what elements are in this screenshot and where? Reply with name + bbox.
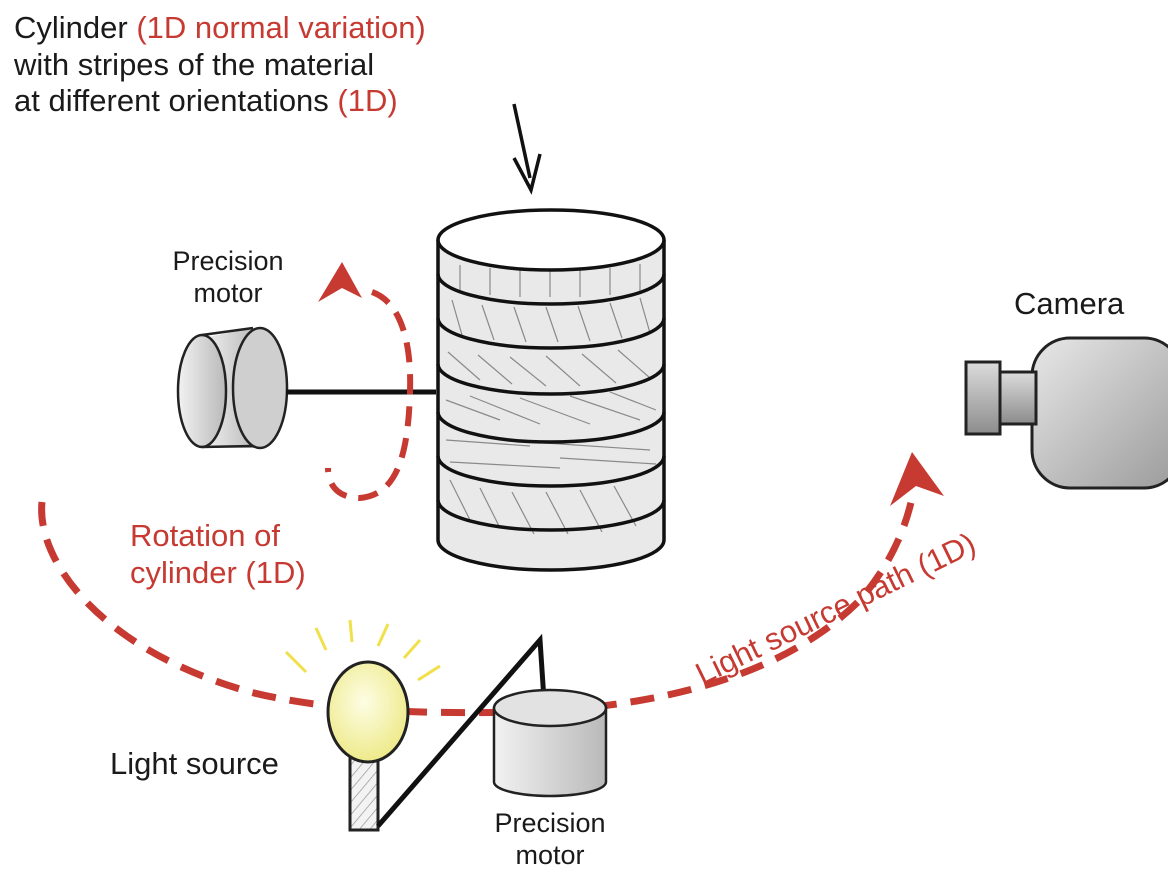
- title-line-1-text: Cylinder: [14, 10, 137, 45]
- precision-motor-bottom-line2: motor: [515, 839, 585, 870]
- motor-icon: [492, 688, 608, 798]
- title-line-3-text: at different orientations: [14, 83, 338, 119]
- rotation-label-line2: cylinder (1D): [130, 554, 306, 590]
- title-line-3-highlight: (1D): [337, 83, 398, 119]
- cylinder-icon: [436, 208, 666, 572]
- precision-motor-bottom-line1: Precision: [494, 808, 606, 838]
- rotation-label-line1: Rotation of: [130, 518, 280, 553]
- light-bulb-icon: [284, 619, 441, 832]
- precision-motor-bottom-label: Precision motor: [478, 808, 622, 872]
- camera-icon: [964, 336, 1168, 490]
- title-line-1: Cylinder (1D normal variation): [14, 10, 426, 47]
- precision-motor-left-line2: motor: [193, 277, 263, 308]
- light-arm: [376, 633, 547, 828]
- title-block: Cylinder (1D normal variation) with stri…: [14, 10, 426, 120]
- precision-motor-left-line1: Precision: [172, 246, 284, 276]
- arrow-head-icon: [318, 262, 362, 302]
- arrow-down-icon: [512, 103, 542, 195]
- title-line-3: at different orientations (1D): [14, 83, 426, 120]
- motor-icon: [176, 326, 289, 450]
- rotation-arrow: [318, 262, 414, 502]
- title-line-1-highlight: (1D normal variation): [136, 10, 426, 45]
- arrow-head-icon: [890, 452, 944, 506]
- camera-label: Camera: [1014, 286, 1125, 321]
- precision-motor-left-label: Precision motor: [156, 246, 300, 310]
- light-source-label: Light source: [110, 746, 279, 781]
- rotation-label: Rotation of cylinder (1D): [130, 518, 306, 591]
- title-line-2: with stripes of the material: [14, 46, 375, 82]
